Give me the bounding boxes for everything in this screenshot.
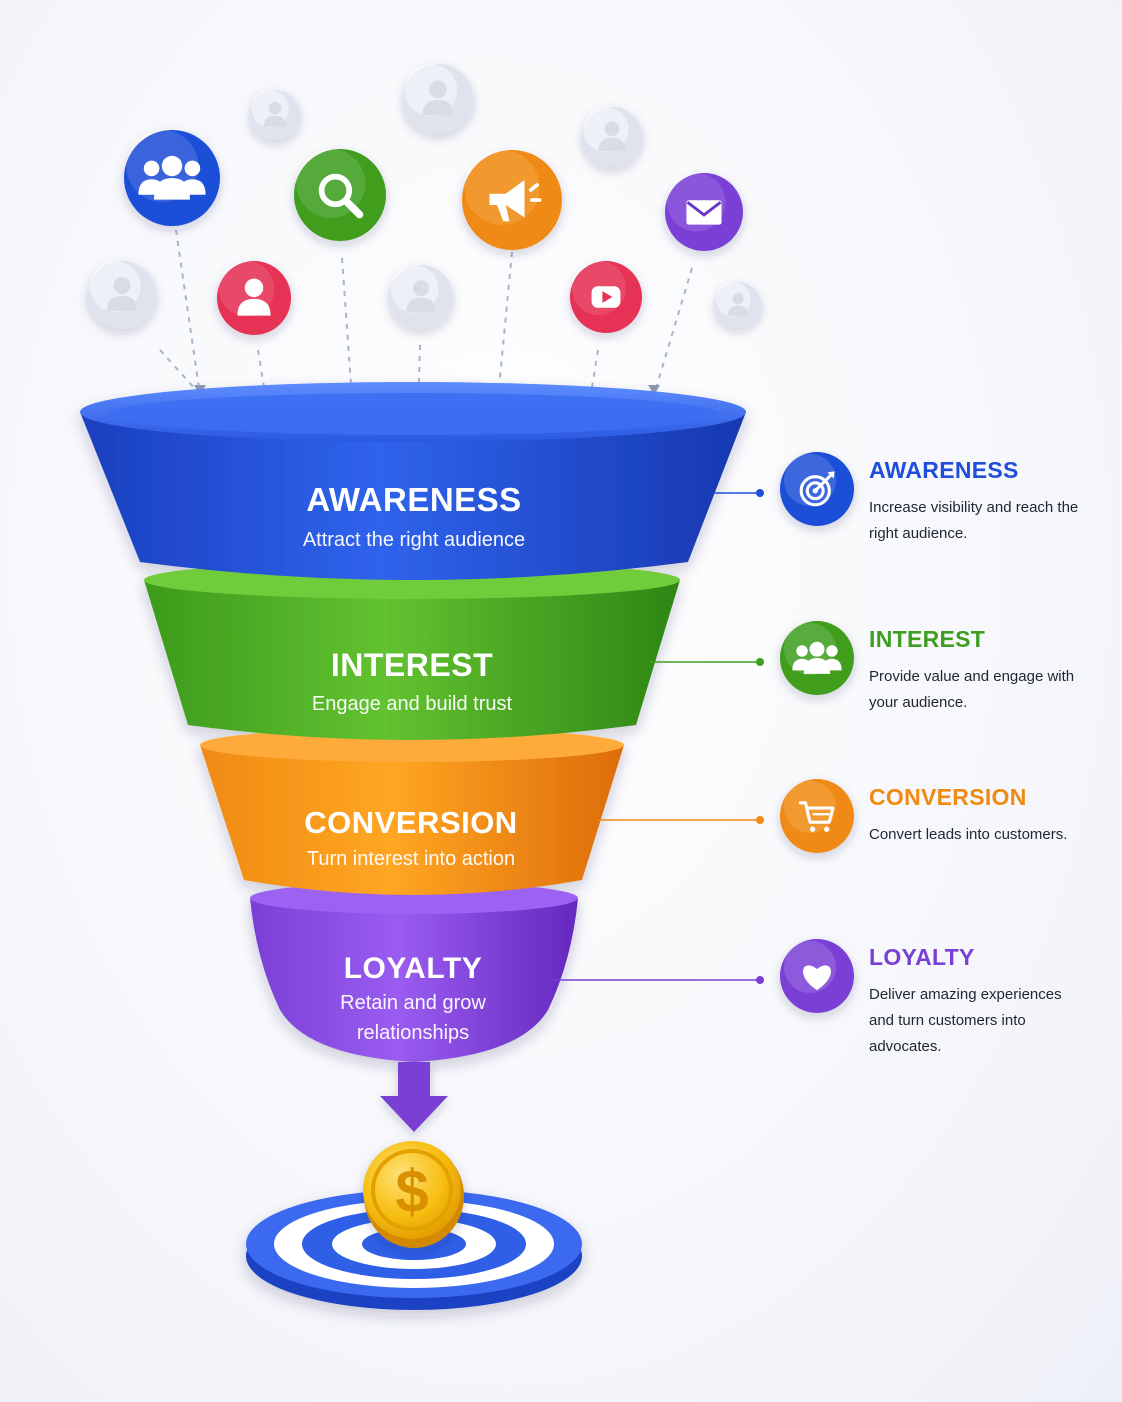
funnel-stage-awareness-body [80, 412, 746, 580]
coin-symbol: $ [395, 1158, 428, 1225]
people-icon [780, 621, 854, 695]
funnel [80, 382, 746, 1062]
user-icon [88, 261, 156, 329]
side-panel-description: Deliver amazing experiences and turn cus… [869, 986, 1062, 1055]
user-icon [389, 265, 453, 329]
funnel-stage-loyalty-body [250, 898, 578, 1062]
user-icon [715, 282, 761, 328]
target-icon [780, 452, 854, 526]
funnel-stage-title: CONVERSION [304, 805, 517, 840]
search-icon [294, 149, 386, 241]
funnel-stage-title: AWARENESS [306, 481, 521, 518]
megaphone-icon [462, 150, 562, 250]
channel-icons [88, 64, 761, 335]
funnel-stage-title: INTEREST [331, 647, 493, 683]
connector-line [653, 267, 693, 396]
side-connector-dot [756, 976, 764, 984]
user-icon [582, 107, 642, 167]
side-panel-title: INTEREST [869, 626, 986, 652]
side-connector-dot [756, 816, 764, 824]
connector-line [257, 349, 267, 401]
funnel-stage-subtitle: relationships [357, 1022, 469, 1044]
connector-arrowhead [648, 385, 660, 395]
side-panel-icons [780, 452, 854, 1013]
dollar-coin-icon: $ [363, 1141, 464, 1248]
side-panel-description: Increase visibility and reach the right … [869, 499, 1079, 542]
side-connector-dot [756, 658, 764, 666]
profile-icon [217, 261, 291, 335]
connector-line [589, 349, 599, 401]
side-panel-description: Provide value and engage with your audie… [869, 668, 1075, 711]
funnel-stage-subtitle: Retain and grow [340, 992, 486, 1014]
funnel-stage-labels: AWARENESS Attract the right audienceINTER… [303, 481, 525, 1044]
funnel-stage-subtitle: Turn interest into action [307, 848, 515, 870]
side-panel-description: Convert leads into customers. [869, 826, 1068, 843]
user-icon [403, 64, 473, 134]
connector-line [159, 349, 199, 393]
play-icon [570, 261, 642, 333]
funnel-opening [107, 393, 719, 435]
heart-icon [780, 939, 854, 1013]
side-panel-title: LOYALTY [869, 944, 975, 970]
side-connector-dot [756, 489, 764, 497]
funnel-stage-interest-body [144, 580, 680, 740]
user-icon [250, 90, 300, 140]
mail-icon [665, 173, 743, 251]
side-panel-title: CONVERSION [869, 784, 1027, 810]
group-icon [124, 130, 220, 226]
funnel-stage-subtitle: Attract the right audience [303, 529, 525, 551]
side-panel-title: AWARENESS [869, 457, 1019, 483]
icon-connector-lines [159, 229, 693, 411]
side-connector-lines [552, 489, 764, 984]
connector-line [497, 251, 513, 399]
funnel-stage-subtitle: Engage and build trust [312, 693, 513, 715]
funnel-stage-conversion-body [200, 745, 624, 895]
down-arrow-icon [380, 1062, 448, 1132]
funnel-stage-title: LOYALTY [344, 952, 483, 985]
cart-icon [780, 779, 854, 853]
connector-line [341, 257, 353, 399]
connector-line [175, 229, 201, 396]
